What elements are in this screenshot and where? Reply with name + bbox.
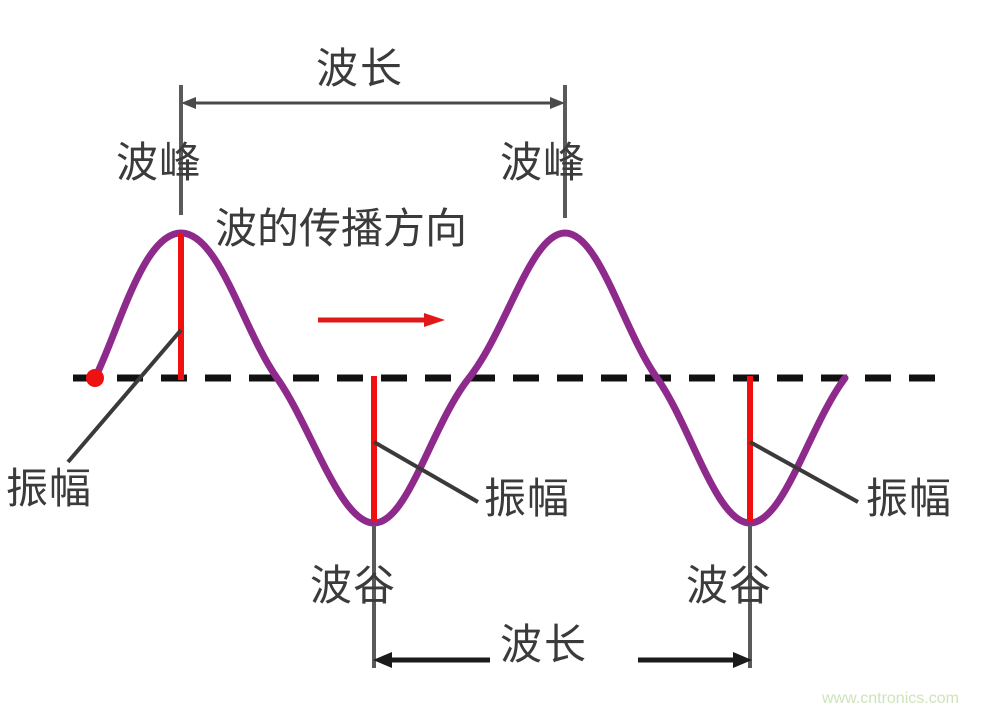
amplitude-leader-lines xyxy=(66,328,859,504)
label-wavelength-top: 波长 xyxy=(316,44,405,93)
label-amplitude-middle: 振幅 xyxy=(484,474,571,523)
leader-line-amplitude-middle xyxy=(373,440,479,504)
wavelength-top-dimension xyxy=(179,85,567,218)
label-amplitude-right: 振幅 xyxy=(866,474,953,523)
leader-line-amplitude-left xyxy=(66,328,183,464)
label-amplitude-left: 振幅 xyxy=(6,464,93,513)
watermark-text: www.cntronics.com xyxy=(822,690,959,707)
wave-curve xyxy=(91,229,849,527)
wavelength-bottom-dimension xyxy=(372,525,752,668)
wave-start-dot xyxy=(86,369,104,387)
leader-line-amplitude-right xyxy=(749,440,859,504)
label-crest-left: 波峰 xyxy=(116,138,203,187)
amplitude-lines-group xyxy=(178,234,753,522)
label-propagation-direction: 波的传播方向 xyxy=(215,204,468,253)
label-trough-right: 波谷 xyxy=(686,561,773,610)
label-wavelength-bottom: 波长 xyxy=(500,620,589,669)
label-crest-right: 波峰 xyxy=(500,138,587,187)
label-trough-left: 波谷 xyxy=(310,561,397,610)
